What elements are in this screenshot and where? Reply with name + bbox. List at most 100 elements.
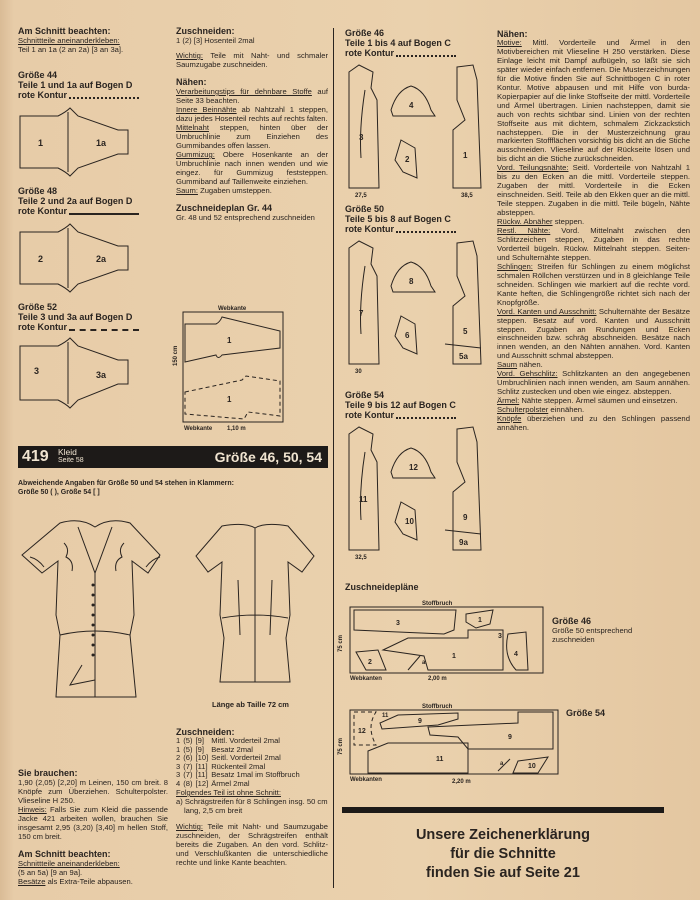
legend-note: Unsere Zeichenerklärung für die Schnitte… bbox=[342, 826, 664, 883]
heading: Sie brauchen: bbox=[18, 768, 78, 778]
underlined-term: Schulterpolster bbox=[497, 405, 549, 415]
size-title: Größe 46 bbox=[552, 616, 592, 626]
model-name: Kleid bbox=[58, 447, 77, 457]
instruction-step: Restl. Nähte: Vord. Mittelnaht zwischen … bbox=[497, 226, 690, 263]
cutting-cell: 1 bbox=[176, 736, 181, 745]
piece-label: 7 bbox=[359, 309, 364, 318]
dimension-label: 38,5 bbox=[461, 193, 473, 199]
piece-label: 1 bbox=[478, 617, 482, 624]
contour-label: rote Kontur bbox=[18, 206, 67, 216]
underlined-term: Vord. Gehschlitz: bbox=[497, 369, 558, 379]
text: Vord. Mittelnaht zwischen den Schlitzzei… bbox=[497, 226, 690, 262]
cutting-plan-54: Stoffbruch 11 9 12 9 11 a 10 75 cm Webka… bbox=[338, 704, 559, 785]
instruction-step: Saum nähen. bbox=[497, 360, 690, 370]
width-label: 1,10 m bbox=[227, 426, 246, 432]
underlined-term: Folgendes Teil ist ohne Schnitt: bbox=[176, 788, 281, 797]
height-label: 150 cm bbox=[173, 346, 179, 366]
dimension-label: 32,5 bbox=[355, 555, 367, 561]
height-label: 75 cm bbox=[338, 738, 344, 755]
selvage-label: Webkanten bbox=[350, 676, 382, 682]
instruction-step: Vord. Kanten und Ausschnitt: Schulternäh… bbox=[497, 306, 690, 362]
cutting-cell: (7) bbox=[183, 761, 193, 771]
heading: Zuschneiden: bbox=[176, 26, 235, 36]
size-sub: Teile 2 und 2a auf Bogen D bbox=[18, 196, 133, 206]
text: Schulternähte der Besätze steppen. Besat… bbox=[497, 306, 690, 361]
heading: Zuschneideplan Gr. 44 bbox=[176, 203, 273, 213]
text: als Extra-Teile abpausen. bbox=[45, 877, 133, 886]
sewing-instructions: Nähen: Motive: Mittl. Vorderteile und Är… bbox=[497, 29, 690, 433]
piece-label: 1 bbox=[38, 138, 43, 148]
cutting-plan-44: Webkante 1 1 150 cm Webkante 1,10 m bbox=[173, 306, 284, 432]
contour-label: rote Kontur bbox=[18, 90, 67, 100]
instruction-step: Rückw. Abnäher steppen. bbox=[497, 217, 690, 227]
pattern-piece-3: 3 3a bbox=[19, 337, 129, 409]
cutting-cell: [10] bbox=[195, 753, 209, 762]
cutting-cell: 3 bbox=[176, 770, 181, 779]
size-48-block: Größe 48 Teile 2 und 2a auf Bogen D rote… bbox=[18, 186, 168, 216]
piece-label: 9 bbox=[418, 718, 422, 725]
cutting-row: 1(5)[9]Besatz 2mal bbox=[176, 744, 303, 755]
underlined-term: Verarbeitungstips für dehnbare Stoffe bbox=[176, 87, 312, 96]
cutting-plan-46: Stoffbruch 3 1 3 4 2 a 1 75 cm Webkanten… bbox=[338, 601, 544, 682]
text: steppen. bbox=[552, 217, 585, 227]
text: Nähte steppen. Ärmel säumen und einsetze… bbox=[519, 396, 678, 406]
heading: Am Schnitt beachten: bbox=[18, 26, 111, 36]
pattern-piece-1: 1 1a bbox=[19, 107, 129, 177]
piece-label: 6 bbox=[405, 331, 410, 340]
cutting-row: 3(7)[11]Rückenteil 2mal bbox=[176, 761, 303, 772]
text: finden Sie auf Seite 21 bbox=[426, 865, 580, 881]
piece-label: 4 bbox=[409, 101, 414, 110]
column-divider bbox=[333, 28, 334, 888]
piece-label: 3 bbox=[359, 133, 364, 142]
materials-block: Sie brauchen: 1,90 (2,05) [2,20] m Leine… bbox=[18, 768, 168, 886]
size-title: Größe 50 bbox=[345, 204, 385, 214]
piece-label: 1 bbox=[452, 653, 456, 660]
model-sizes: Größe 46, 50, 54 bbox=[214, 449, 322, 465]
text: nähen. bbox=[517, 360, 543, 370]
cutting-cell: [11] bbox=[195, 761, 208, 771]
heading: Nähen: bbox=[176, 77, 207, 87]
text: ab Nahtzahl 1 steppen, dazu jedes Hosent… bbox=[176, 105, 329, 123]
text: Größe 50 entsprechend zuschneiden bbox=[552, 626, 633, 644]
cutting-cell: Besatz 2mal bbox=[211, 744, 253, 754]
text: Zugaben umsteppen. bbox=[197, 186, 272, 195]
piece-label: 5 bbox=[463, 327, 468, 336]
text: Abweichende Angaben für Größe 50 und 54 … bbox=[18, 480, 235, 487]
instruction-step: Schlingen: Streifen für Schlingen zu ein… bbox=[497, 262, 690, 308]
length-note: Länge ab Taille 72 cm bbox=[212, 700, 289, 709]
heading: Zuschneiden: bbox=[176, 727, 235, 737]
text: Mittl. Vorderteile und Ärmel in den Moti… bbox=[497, 38, 690, 164]
size-title: Größe 44 bbox=[18, 70, 58, 80]
text: einnähen. bbox=[548, 405, 585, 415]
underlined-term: Motive: bbox=[497, 38, 522, 47]
instruction-step: Ärmel: Nähte steppen. Ärmel säumen und e… bbox=[497, 396, 690, 406]
piece-label: 1a bbox=[96, 138, 107, 148]
piece-label: 9 bbox=[463, 513, 468, 522]
piece-label: 4 bbox=[514, 651, 518, 658]
heading: Am Schnitt beachten: bbox=[18, 849, 111, 859]
cutting-cell: [9] bbox=[195, 736, 204, 745]
divider-bar bbox=[342, 807, 664, 813]
underlined-term: Schnittteile aneinanderkleben: bbox=[18, 859, 120, 868]
piece-label: 11 bbox=[382, 713, 389, 719]
cutting-cell: [12] bbox=[195, 778, 209, 788]
underlined-term: Saum: bbox=[176, 186, 198, 195]
piece-label: 10 bbox=[405, 517, 414, 526]
instruction-step: Knöpfe überziehen und zu den Schlingen p… bbox=[497, 414, 690, 433]
width-label: 2,00 m bbox=[428, 676, 447, 682]
text: steppen, hinten über der Umbruchlinie zu… bbox=[176, 123, 328, 150]
cutting-row: 1(5)[9]Mittl. Vorderteil 2mal bbox=[176, 736, 303, 746]
piece-label: 9 bbox=[508, 734, 512, 741]
sewing-steps: Motive: Mittl. Vorderteile und Ärmel in … bbox=[497, 38, 690, 433]
text: Obere Hosenkante an der Umbruchlinie nac… bbox=[176, 150, 328, 186]
underlined-term: Besätze bbox=[18, 877, 46, 886]
size-title: Größe 46 bbox=[345, 28, 385, 38]
text: Teile mit Naht- und Saumzugabe zuschneid… bbox=[176, 822, 328, 867]
contour-label: rote Kontur bbox=[345, 224, 394, 234]
dress-front-illustration bbox=[21, 520, 161, 698]
cutting-cell: (5) bbox=[183, 744, 193, 754]
